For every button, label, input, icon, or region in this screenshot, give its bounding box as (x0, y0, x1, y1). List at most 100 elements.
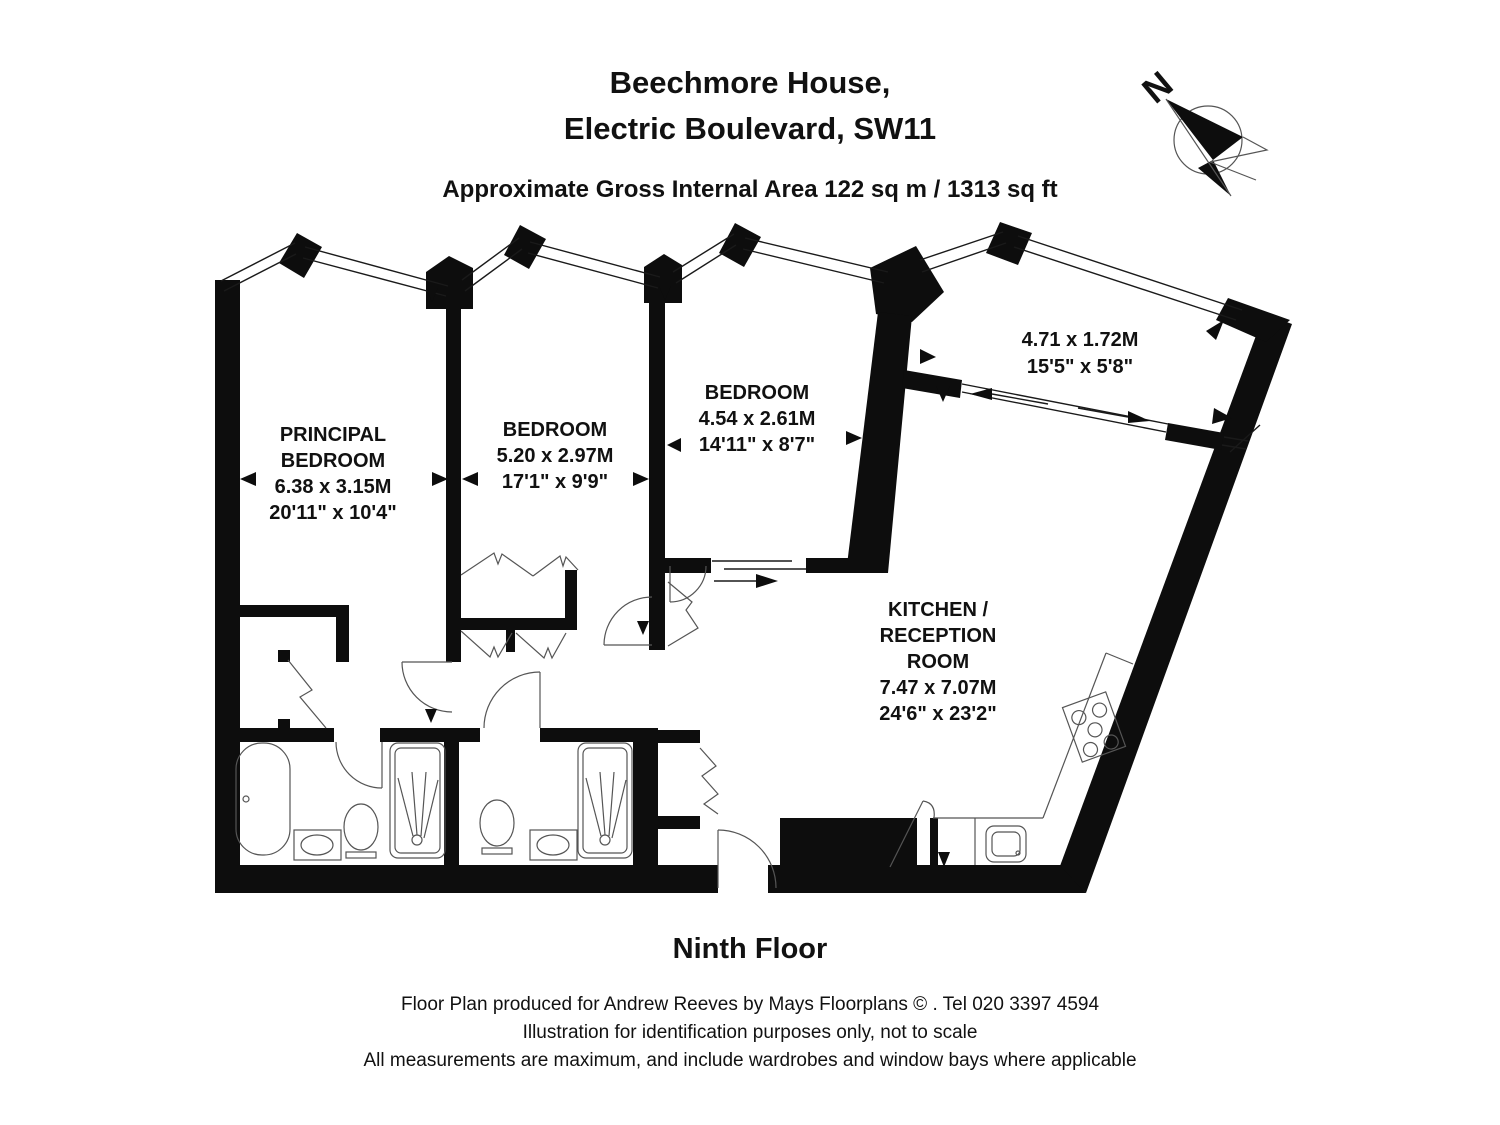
arrow-balcony-window-icon (1206, 320, 1224, 340)
wall-bed2-bed3 (649, 286, 665, 650)
sink1-basin (300, 834, 334, 856)
label-bed2-metric: 5.20 x 2.97M (497, 445, 614, 467)
kitchen-counter-angled-edge (1042, 652, 1107, 819)
arrow-kitchen-top-icon (920, 349, 936, 364)
door-bedroom3-arc (669, 565, 707, 603)
closet-hall-lower (699, 747, 719, 815)
footer-line1: Floor Plan produced for Andrew Reeves by… (401, 994, 1099, 1015)
wall-corner-top-right (1216, 298, 1290, 342)
label-bed3-metric: 4.54 x 2.61M (699, 408, 816, 430)
compass-axis-line (1165, 98, 1232, 197)
kitchen-counter-cap (1105, 652, 1134, 665)
footer-block: Ninth Floor Floor Plan produced for Andr… (363, 933, 1136, 1071)
shower2-inner (582, 747, 628, 854)
bathtub-tap-icon (242, 795, 250, 803)
arrow-principal-right-icon (432, 472, 448, 486)
doors (335, 565, 935, 889)
wardrobe-bed2-right (532, 555, 579, 577)
footer-line3: All measurements are maximum, and includ… (363, 1050, 1136, 1071)
closet-hall-upper (667, 581, 699, 647)
arrow-bed3-left-icon (667, 438, 681, 452)
dimension-arrows (240, 286, 1232, 867)
shower2-drain (599, 834, 611, 846)
closet-corridor-left (460, 630, 513, 659)
balcony-divider-stub-mid (1165, 423, 1224, 450)
bay-post-2 (504, 225, 546, 269)
walls (215, 222, 1292, 893)
toilet1-bowl (343, 803, 379, 851)
label-principal-imperial: 20'11" x 10'4" (269, 502, 396, 524)
page-title-line1: Beechmore House, (610, 65, 891, 100)
wardrobe-bed2-left (460, 552, 534, 577)
label-kitchen-name3: ROOM (907, 651, 969, 673)
bathroom2-fixtures (479, 742, 633, 861)
label-principal-name1: PRINCIPAL (280, 424, 386, 446)
sink2-counter (529, 829, 578, 861)
compass-needle-tail (1198, 160, 1231, 196)
marker-bay1-icon (426, 288, 438, 302)
marker-bed2-door-icon (637, 621, 649, 635)
shower2-tray (577, 742, 633, 859)
door-bath2-arc (483, 671, 541, 729)
toilet1-cistern (345, 851, 377, 859)
door-corridor-arc (401, 661, 453, 713)
wall-bath-divider (444, 742, 459, 867)
header-block: Beechmore House, Electric Boulevard, SW1… (442, 65, 1057, 203)
door-bedroom2-arc (603, 596, 653, 646)
label-balcony-imperial: 15'5" x 5'8" (1027, 356, 1133, 378)
windows (220, 231, 1261, 582)
sink2-basin (536, 834, 570, 856)
arrow-balcony-bottom-icon (1212, 408, 1232, 424)
wall-bath2-right (633, 742, 658, 867)
bathroom1-fixtures (235, 742, 446, 861)
arrow-kitchen-sink-icon (938, 852, 950, 867)
kitchen-sink-drain (1015, 850, 1021, 856)
door-entrance-arc (717, 829, 777, 889)
label-kitchen-imperial: 24'6" x 23'2" (879, 703, 996, 725)
shower1-inner (394, 747, 441, 854)
bay-post-1 (279, 233, 322, 278)
shower1-tray (389, 742, 446, 859)
wall-bottom-left (215, 865, 718, 893)
sliding-door-arrows (756, 388, 1150, 588)
kitchen-utility-block (780, 818, 917, 867)
hob-icon (1061, 691, 1127, 763)
arrow-bed3-right-icon (846, 431, 862, 445)
door-kitchen-leaf (889, 800, 924, 868)
door-kitchen-arc (922, 800, 935, 819)
wall-closet-top (235, 605, 349, 617)
room-labels: PRINCIPAL BEDROOM 6.38 x 3.15M 20'11" x … (269, 329, 1138, 725)
wall-bed3-bottom-left (665, 558, 711, 573)
arrow-balcony-divider-icon (936, 386, 950, 402)
label-balcony-metric: 4.71 x 1.72M (1022, 329, 1139, 351)
page-title-line2: Electric Boulevard, SW11 (564, 111, 936, 146)
marker-bay2-icon (659, 286, 671, 300)
floor-label: Ninth Floor (673, 933, 828, 965)
wall-principal-bed2 (446, 286, 461, 662)
wall-bath-top-b (380, 728, 480, 742)
bathtub (235, 742, 291, 856)
compass-needle (1166, 99, 1243, 160)
wall-closet-right (336, 612, 349, 662)
compass-icon: N (1134, 63, 1269, 197)
closet-hinge-top (278, 650, 290, 662)
kitchen-sink (985, 825, 1027, 863)
bay-post-4 (986, 222, 1032, 265)
label-kitchen-metric: 7.47 x 7.07M (880, 677, 997, 699)
slide-arrow-left-icon (970, 388, 992, 400)
bay-post-junction-3 (870, 246, 944, 322)
label-principal-name2: BEDROOM (281, 450, 385, 472)
label-kitchen-name2: RECEPTION (880, 625, 997, 647)
kitchen-fixtures (933, 652, 1134, 865)
footer-line2: Illustration for identification purposes… (523, 1022, 978, 1043)
wall-bed3-bottom-right (806, 558, 886, 573)
wall-bath-top-a (215, 728, 334, 742)
sink1-counter (293, 829, 342, 861)
arrow-principal-left-icon (240, 472, 256, 486)
label-kitchen-name1: KITCHEN / (888, 599, 988, 621)
arrow-bed2-left-icon (462, 472, 478, 486)
wall-bed2-wardrobe-bottom (455, 618, 577, 630)
label-bed2-name: BEDROOM (503, 419, 607, 441)
